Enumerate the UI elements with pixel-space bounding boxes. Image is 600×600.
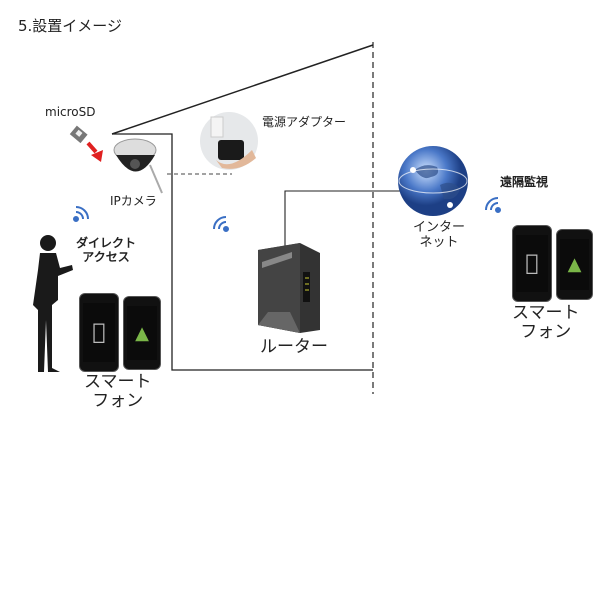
smartphone-remote-line1: スマート [512,303,580,323]
smartphone-remote-line2: フォン [520,321,572,342]
microsd-label: microSD [45,105,96,119]
internet-line2: ネット [419,234,459,250]
android-phone-icon: ▲ [123,296,161,370]
person-silhouette [33,235,73,372]
iphone-icon:  [79,293,119,372]
internet-label: インター ネット [413,220,466,251]
internet-globe-icon [398,146,468,216]
insert-arrow-icon [86,141,103,162]
direct-access-label: ダイレクト アクセス [76,236,137,265]
internet-line1: インター [413,220,466,235]
smartphone-local-line1: スマート [84,372,152,392]
wifi-icon [73,206,89,222]
smartphone-local-line2: フォン [92,390,144,411]
smartphone-remote-label: スマート フォン [512,304,580,341]
ip-camera-icon [113,138,163,194]
direct-access-line2: アクセス [82,249,130,264]
smartphone-local-label: スマート フォン [84,373,152,410]
ip-camera-label: IPカメラ [110,194,157,208]
microsd-card-icon [69,125,88,144]
wifi-icon [213,216,229,232]
wifi-icon [485,197,501,213]
direct-access-line1: ダイレクト [76,236,137,250]
page-title: 5.設置イメージ [18,17,123,35]
android-phone-icon: ▲ [556,229,593,300]
remote-monitoring-label: 遠隔監視 [500,175,549,189]
iphone-icon:  [512,225,552,302]
power-adapter-photo [200,112,258,170]
router-icon [258,243,320,333]
power-adapter-label: 電源アダプター [262,115,347,129]
roof-line [111,44,374,135]
router-internet-line [284,190,402,255]
router-label: ルーター [260,337,328,357]
wall-line [112,133,373,371]
